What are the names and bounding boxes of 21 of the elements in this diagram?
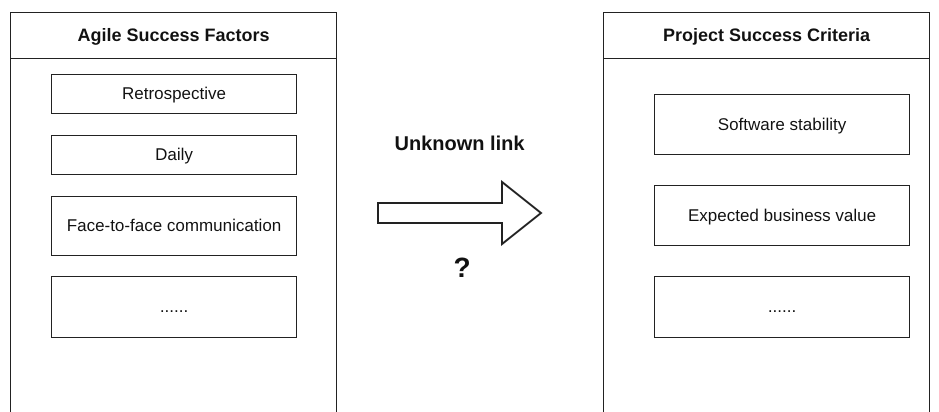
box-label: Expected business value	[688, 206, 876, 226]
process-box	[51, 196, 297, 256]
process-box	[51, 74, 297, 114]
box-label: Retrospective	[122, 84, 226, 104]
process-box	[654, 276, 910, 338]
block-arrow	[377, 180, 543, 246]
process-box	[51, 135, 297, 175]
panel	[603, 12, 930, 412]
question-mark: ?	[452, 252, 472, 284]
box-label: Face-to-face communication	[66, 216, 282, 236]
box-label: ......	[768, 297, 796, 317]
panel-heading: Agile Success Factors	[76, 25, 271, 46]
process-box	[654, 185, 910, 246]
box-label: Software stability	[718, 114, 846, 134]
process-box	[51, 276, 297, 338]
process-box	[654, 94, 910, 155]
box-label: ......	[160, 297, 188, 317]
panel-heading: Project Success Criteria	[662, 25, 872, 46]
edge-label: Unknown link	[394, 133, 526, 156]
box-label: Daily	[155, 145, 193, 165]
panel	[10, 12, 337, 412]
